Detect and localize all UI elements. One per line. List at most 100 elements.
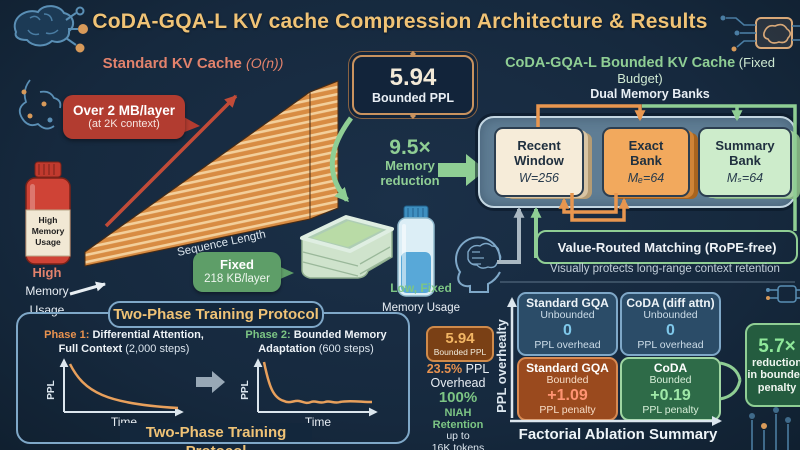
standard-cache-heading: Standard KV Cache (O(n)) — [88, 55, 298, 72]
context-retention-note: Visually protects long-range context ret… — [550, 263, 780, 275]
fixed-memory-badge-line2: 218 KB/layer — [204, 272, 270, 285]
svg-text:Memory: Memory — [32, 226, 65, 236]
bank-title: Bank — [630, 153, 662, 168]
reduction-right-arrow — [438, 154, 486, 186]
dual-memory-banks-label: Dual Memory Banks — [590, 87, 710, 101]
cell-title: CoDA (diff attn) — [626, 295, 715, 310]
phase2-loss-chart: PPL Time — [240, 358, 378, 429]
fixed-memory-badge: Fixed 218 KB/layer — [193, 252, 281, 292]
cell-title: Standard GQA — [526, 295, 609, 310]
memory-reduction-value: 9.5× — [389, 136, 431, 159]
low-memory-caption: Low, Fixed Memory Usage — [382, 278, 460, 316]
ablation-cell-coda-bounded: CoDA Bounded +0.19 PPL penalty — [620, 357, 721, 421]
ablation-cell-gqa-bounded: Standard GQA Bounded +1.09 PPL penalty — [517, 357, 618, 421]
chart-ylabel: PPL — [240, 380, 251, 399]
high-memory-bottle-icon: High Memory Usage — [25, 161, 71, 265]
phase2-tag: Phase 2: — [245, 329, 291, 341]
bank-size: W=256 — [519, 170, 559, 185]
red-badge-tail — [182, 116, 200, 133]
phase-transition-arrow — [196, 371, 225, 393]
cell-label: PPL overhead — [534, 338, 601, 351]
circuit-traces-icon — [749, 407, 791, 450]
cell-value: 0 — [666, 321, 675, 339]
memory-cost-badge: Over 2 MB/layer (at 2K context) — [63, 95, 185, 139]
cell-subtitle: Unbounded — [540, 309, 595, 322]
memory-reduction-line2: reduction — [380, 173, 440, 189]
penalty-reduction-badge: 5.7× reduction in bounded penalty — [745, 323, 800, 407]
cell-label: PPL overhead — [637, 338, 704, 351]
cell-label: PPL penalty — [539, 403, 596, 416]
phase1-loss-chart: PPL Time — [46, 358, 184, 429]
phase1-description: Phase 1: Differential Attention, Full Co… — [30, 328, 218, 357]
bank-size: Mₑ=64 — [627, 170, 665, 185]
bounded-ppl-badge: 5.94 Bounded PPL — [352, 55, 474, 115]
bounded-cache-heading-text: CoDA-GQA-L Bounded KV Cache — [505, 55, 736, 71]
cell-subtitle: Unbounded — [643, 309, 698, 322]
bounded-ppl-value: 5.94 — [389, 64, 437, 92]
value-routed-matching-box: Value-Routed Matching (RoPE-free) — [536, 230, 798, 264]
bounded-cache-heading: CoDA-GQA-L Bounded KV Cache (Fixed Budge… — [482, 55, 798, 87]
niah-label: NIAH — [444, 406, 472, 419]
penalty-reduction-value: 5.7× — [758, 335, 796, 357]
bounded-ppl-metric-badge: 5.94 Bounded PPL — [426, 326, 494, 362]
niah-retention-metric: 100% NIAH Retention up to 16K tokens — [414, 389, 502, 450]
bank-title: Summary — [715, 138, 775, 154]
growth-arrow — [104, 94, 238, 228]
training-protocol-header: Two-Phase Training Protocol — [108, 301, 324, 328]
bounded-container-icon — [300, 215, 394, 279]
ablation-cell-gqa-unbounded: Standard GQA Unbounded 0 PPL overhead — [517, 292, 618, 356]
head-brain-icon — [455, 236, 502, 293]
chart-ylabel: PPL — [46, 380, 57, 399]
bank-title: Exact — [628, 138, 664, 154]
brain-circuit-icon — [13, 5, 88, 53]
memory-reduction-callout: 9.5× Memory reduction — [372, 136, 448, 189]
phase2-text2: Adaptation — [258, 343, 316, 356]
high-memory-caption-em: High — [32, 265, 62, 280]
cell-value: +1.09 — [547, 386, 588, 404]
kv-cache-stack — [84, 80, 339, 267]
low-memory-caption-rest: Memory Usage — [382, 302, 460, 315]
chip-brain-icon — [720, 15, 800, 52]
memory-cost-value: Over 2 MB/layer — [72, 102, 176, 118]
phase2-text: Bounded Memory — [293, 329, 387, 341]
niah-range2: 16K tokens — [431, 442, 485, 450]
bounded-ppl-label: Bounded PPL — [372, 90, 454, 105]
phase1-text2: Full Context — [58, 343, 123, 356]
standard-cache-complexity: (O(n)) — [246, 55, 284, 71]
exact-bank: Exact Bank Mₑ=64 — [602, 127, 690, 197]
high-memory-caption: High Memory Usage — [12, 264, 82, 319]
penalty-reduction-line3: penalty — [757, 381, 797, 394]
cell-title: CoDA — [653, 360, 688, 375]
cell-value: 0 — [563, 321, 572, 339]
overhead-label: Overhead — [430, 376, 486, 391]
memory-cost-context: (at 2K context) — [88, 118, 160, 131]
low-memory-caption-em: Low, Fixed — [390, 281, 452, 295]
fixed-memory-badge-line1: Fixed — [220, 256, 254, 272]
svg-text:High: High — [39, 215, 58, 225]
value-routed-matching-label: Value-Routed Matching (RoPE-free) — [557, 239, 777, 255]
cell-label: PPL penalty — [642, 403, 699, 416]
bank-title: Recent — [517, 138, 561, 154]
ablation-x-axis-label: Factorial Ablation Summary — [518, 426, 718, 443]
ppl-overhead-metric: 23.5% PPL Overhead — [414, 362, 502, 391]
ablation-y-axis-label: PPL overhealty — [494, 319, 509, 413]
page-title: CoDA-GQA-L KV cache Compression Architec… — [92, 10, 708, 33]
low-memory-bottle-icon — [397, 205, 435, 297]
ablation-cell-coda-unbounded: CoDA (diff attn) Unbounded 0 PPL overhea… — [620, 292, 721, 356]
reduction-curve-arrow — [329, 116, 354, 203]
metric-ppl-value: 5.94 — [445, 330, 475, 348]
penalty-reduction-line2: in bounded — [747, 369, 800, 382]
phase1-steps: (2,000 steps) — [125, 343, 190, 356]
phase2-steps: (600 steps) — [318, 343, 374, 356]
cell-subtitle: Bounded — [546, 374, 589, 387]
summary-bank: Summary Bank Mₛ=64 — [698, 127, 792, 197]
fixed-badge-tail — [278, 266, 294, 280]
niah-label2: Retention — [432, 419, 484, 432]
cell-value: +0.19 — [650, 386, 691, 404]
memory-reduction-line1: Memory — [385, 158, 435, 174]
cell-subtitle: Bounded — [649, 374, 692, 387]
overhead-value: 23.5% — [426, 362, 463, 376]
standard-cache-heading-text: Standard KV Cache — [102, 55, 242, 72]
niah-range1: up to — [446, 430, 470, 443]
